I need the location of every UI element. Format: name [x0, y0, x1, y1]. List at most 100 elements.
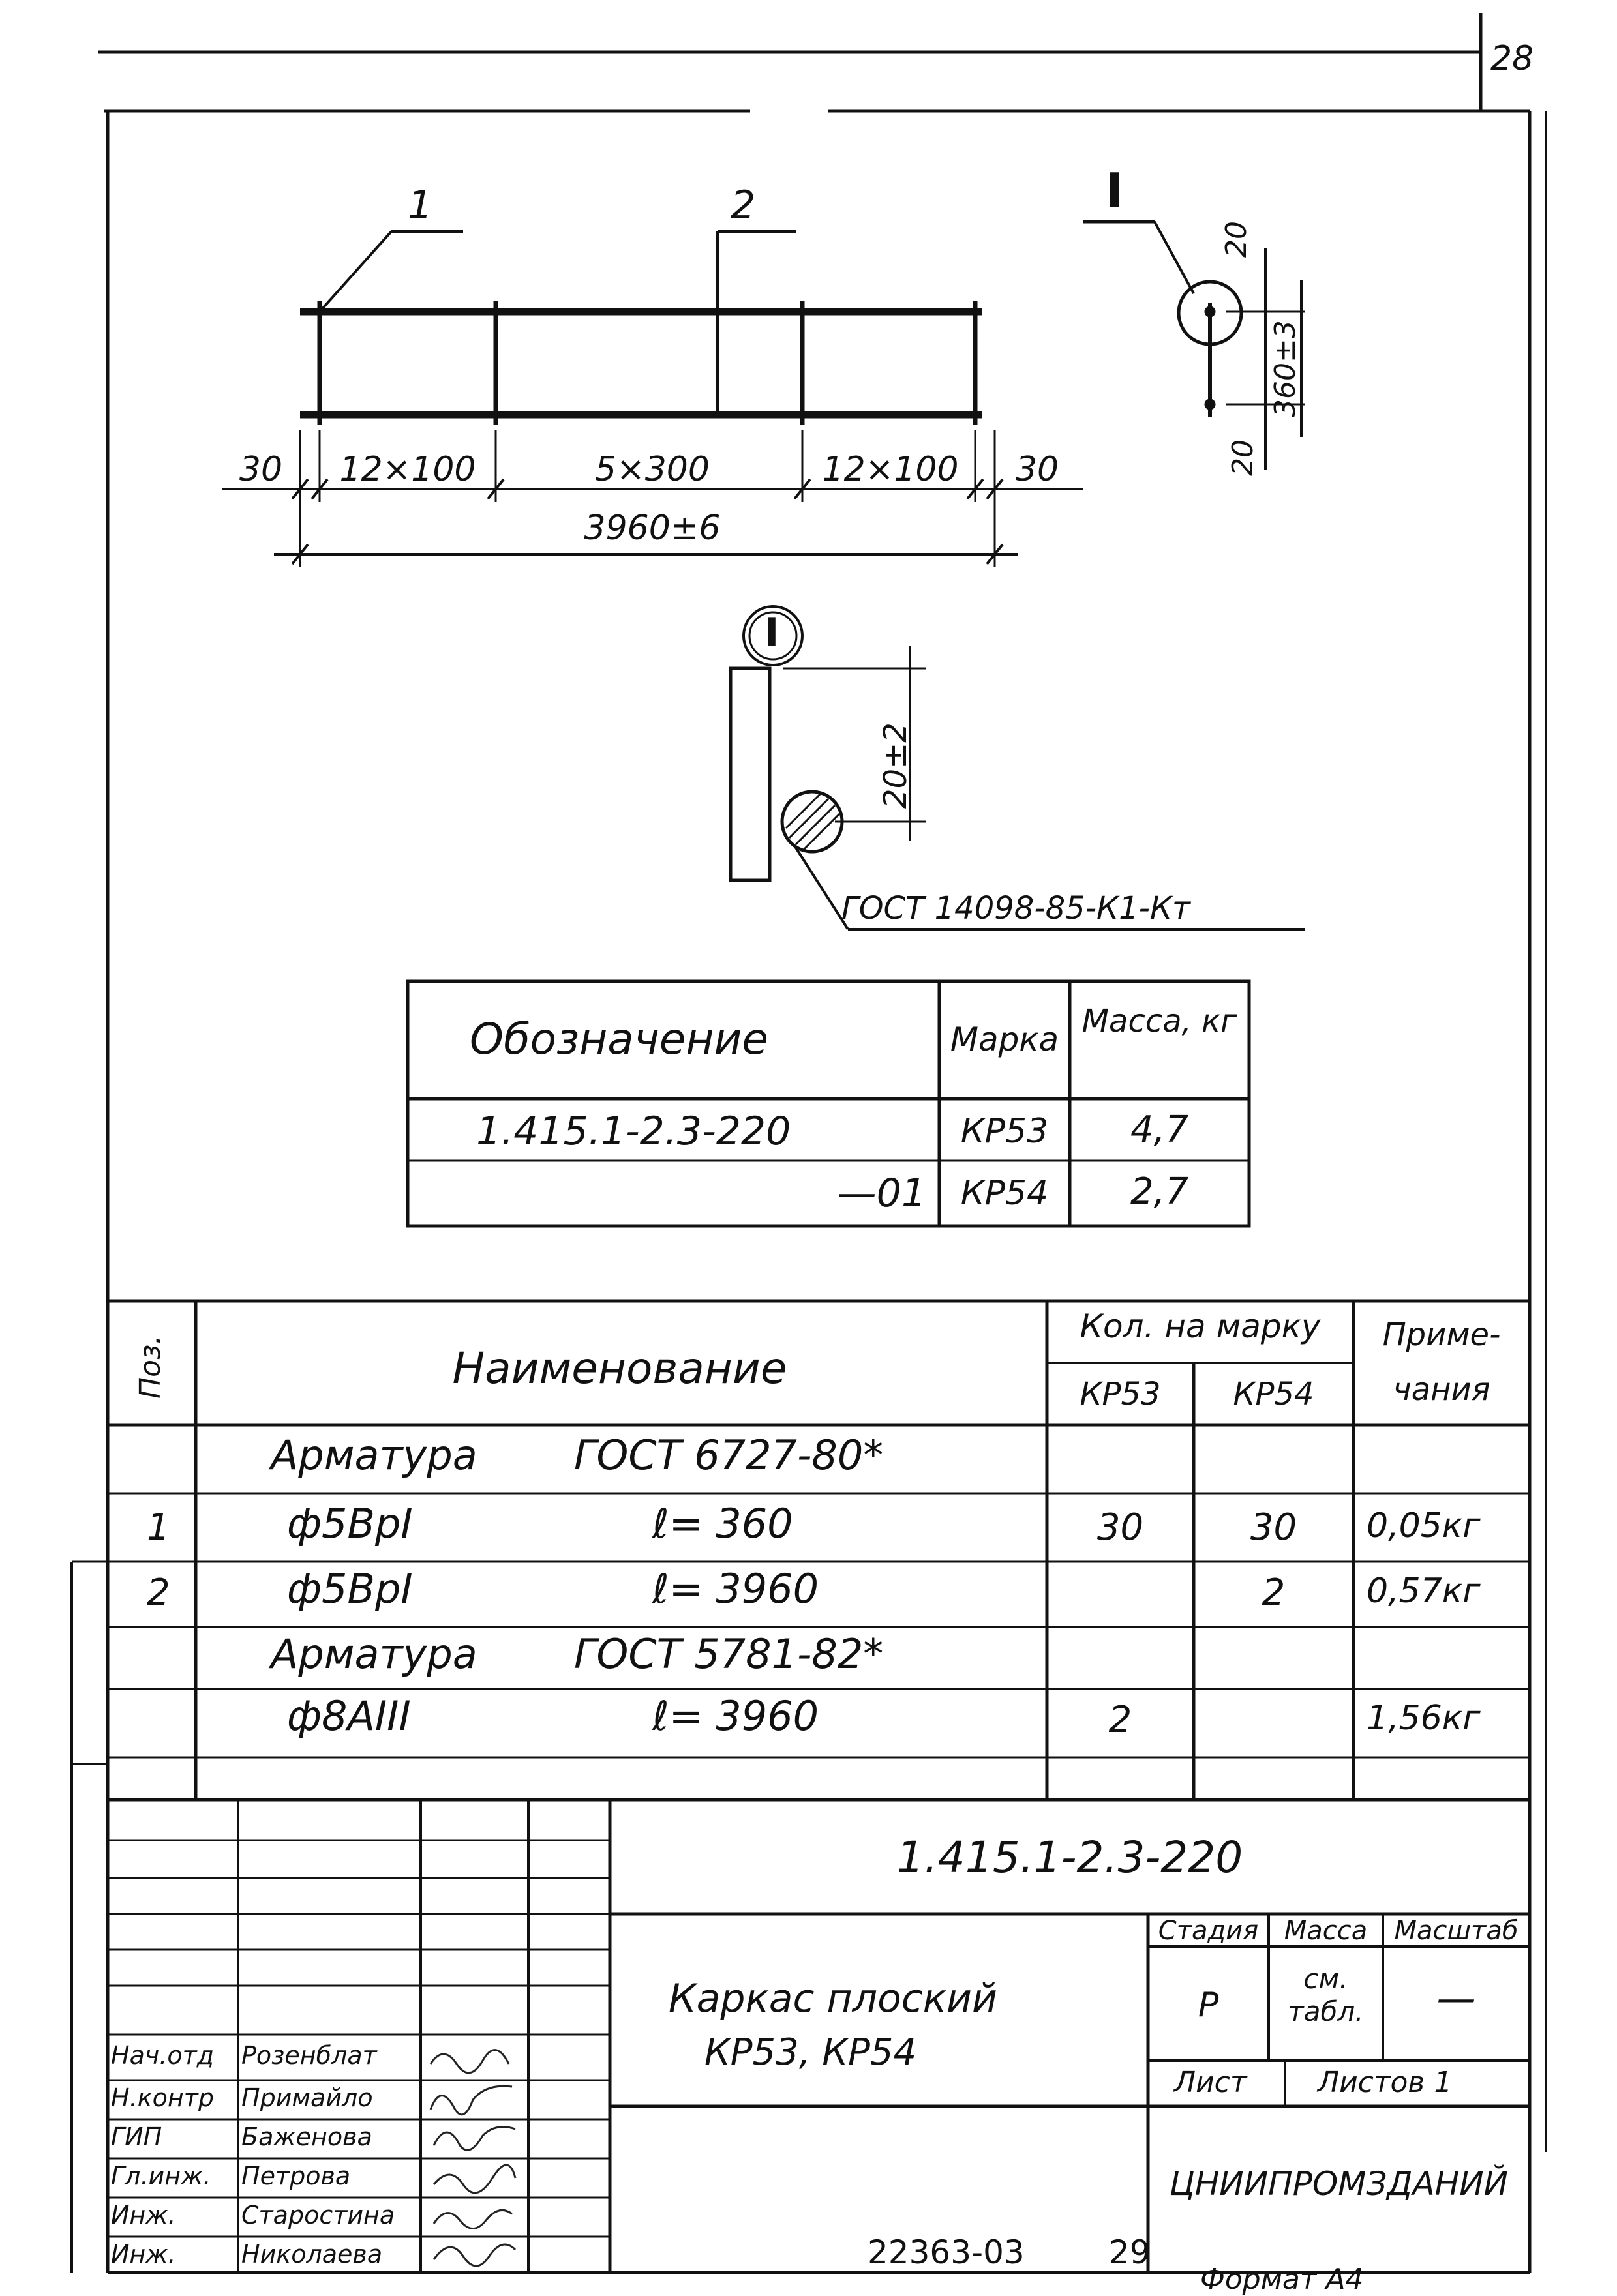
scale-value: — — [1436, 1976, 1476, 2021]
spec-row-name: ф5ВрI — [287, 1565, 413, 1613]
spec-header-qty: Кол. на марку — [1080, 1307, 1321, 1345]
staff-role: Гл.инж. — [111, 2162, 211, 2190]
detail-dim-top: 20 — [1220, 221, 1253, 258]
sheet-label: Лист — [1174, 2066, 1247, 2099]
detail-dim-span: 360±3 — [1269, 320, 1302, 417]
staff-role: Инж. — [111, 2201, 176, 2229]
spec-row-spec: ГОСТ 5781-82* — [574, 1630, 884, 1678]
spec-row-name: Арматура — [271, 1630, 477, 1678]
spec-row-note: 1,56кг — [1367, 1699, 1481, 1738]
scale-label: Масштаб — [1394, 1916, 1519, 1946]
spec-header-qty-kr54: КР54 — [1233, 1376, 1314, 1412]
drawing-title-line1: Каркас плоский — [669, 1976, 998, 2021]
section-bar-bottom — [1204, 398, 1216, 410]
staff-name: Розенблат — [241, 2041, 377, 2070]
signature-mark — [432, 2243, 517, 2267]
detail-label: I — [1106, 163, 1123, 218]
weld-note: ГОСТ 14098-85-К1-Кт — [841, 890, 1191, 927]
spec-row-spec: ℓ= 3960 — [652, 1565, 819, 1613]
sheets-label: Листов 1 — [1318, 2066, 1453, 2099]
cage-elevation — [222, 230, 1083, 666]
dim-30-left: 30 — [239, 450, 283, 489]
signature-mark — [429, 2049, 510, 2074]
mass-value: см. табл. — [1288, 1963, 1364, 2027]
title-block-grid — [108, 1800, 1530, 2273]
staff-name: Баженова — [241, 2123, 372, 2151]
spec-header-name: Наименование — [452, 1343, 787, 1394]
spec-row-spec: ГОСТ 6727-80* — [574, 1431, 884, 1479]
spec-table-grid — [108, 1299, 1530, 1802]
staff-role: Инж. — [111, 2240, 176, 2269]
staff-name: Николаева — [241, 2240, 383, 2269]
mark-table-grid — [406, 979, 1251, 1228]
spec-row-pos: 1 — [147, 1506, 170, 1549]
mark-row1-mass: 4,7 — [1130, 1109, 1189, 1151]
staff-name: Петрова — [241, 2162, 351, 2190]
spec-row-qty-kr53: 2 — [1108, 1699, 1132, 1741]
weld-bar-section — [780, 790, 844, 854]
position-label-1: 1 — [408, 183, 433, 228]
footer-number: 22363-03 — [868, 2233, 1025, 2271]
mark-header-mark: Марка — [950, 1021, 1059, 1058]
spec-header-pos: Поз. — [134, 1335, 167, 1399]
spec-row-qty-kr54: 2 — [1262, 1572, 1286, 1614]
weld-leader — [794, 846, 849, 931]
mark-row1-designation: 1.415.1-2.3-220 — [476, 1109, 791, 1154]
signature-mark — [432, 2209, 513, 2229]
mark-header-mass: Масса, кг — [1081, 1003, 1237, 1039]
staff-name: Примайло — [241, 2083, 373, 2112]
detail-leader — [1153, 221, 1195, 294]
signature-mark — [429, 2085, 513, 2116]
sheet-number: 28 — [1490, 39, 1534, 78]
staff-role: Н.контр — [111, 2083, 214, 2112]
detail-dim-bottom: 20 — [1226, 440, 1260, 476]
dim-12x100-right: 12×100 — [822, 450, 959, 489]
leader-1 — [318, 230, 393, 313]
dim-total: 3960±6 — [584, 509, 721, 548]
dim-30-right: 30 — [1015, 450, 1059, 489]
spec-row-qty-kr54: 30 — [1250, 1506, 1297, 1549]
stage-label: Стадия — [1158, 1916, 1259, 1946]
stage-value: Р — [1198, 1986, 1219, 2025]
weld-rod — [729, 666, 772, 882]
section-bar-top — [1204, 306, 1216, 318]
spec-header-qty-kr53: КР53 — [1080, 1376, 1161, 1412]
section-detail — [1083, 220, 1305, 470]
spec-row-name: Арматура — [271, 1431, 477, 1479]
weld-detail — [729, 646, 1305, 931]
detail-callout-inner — [748, 611, 798, 661]
mark-row2-mass: 2,7 — [1130, 1170, 1189, 1213]
weld-dim: 20±2 — [877, 723, 914, 809]
spec-row-spec: ℓ= 3960 — [652, 1692, 819, 1740]
mark-row1-mark: КР53 — [960, 1112, 1049, 1151]
drawing-title-line2: КР53, КР54 — [704, 2031, 917, 2074]
detail-callout-label: I — [764, 610, 779, 655]
position-label-2: 2 — [731, 183, 756, 228]
spec-row-name: ф5ВрI — [287, 1500, 413, 1547]
signatures — [429, 2049, 517, 2267]
dim-12x100-left: 12×100 — [339, 450, 476, 489]
spec-row-pos: 2 — [147, 1572, 170, 1614]
signature-mark — [432, 2164, 517, 2194]
staff-name: Старостина — [241, 2201, 395, 2229]
dim-5x300: 5×300 — [595, 450, 710, 489]
spec-row-qty-kr53: 30 — [1096, 1506, 1144, 1549]
staff-role: ГИП — [111, 2123, 162, 2151]
staff-role: Нач.отд — [111, 2041, 215, 2070]
document-code: 1.415.1-2.3-220 — [896, 1832, 1243, 1883]
footer-page: 29 — [1109, 2233, 1151, 2271]
spec-row-note: 0,57кг — [1367, 1572, 1481, 1611]
mark-header-designation: Обозначение — [470, 1014, 768, 1064]
mass-label: Масса — [1284, 1916, 1368, 1946]
spec-row-spec: ℓ= 360 — [652, 1500, 793, 1547]
spec-row-name: ф8АIII — [287, 1692, 411, 1740]
mark-row2-designation: —01 — [837, 1170, 926, 1216]
spec-header-note: Приме- чания — [1382, 1317, 1501, 1408]
mark-row2-mark: КР54 — [960, 1174, 1049, 1213]
organization: ЦНИИПРОМЗДАНИЙ — [1169, 2165, 1509, 2203]
spec-row-note: 0,05кг — [1367, 1506, 1481, 1545]
footer-format: Формат А4 — [1200, 2263, 1364, 2296]
detail-callout-circle — [742, 605, 804, 666]
signature-mark — [432, 2126, 516, 2151]
